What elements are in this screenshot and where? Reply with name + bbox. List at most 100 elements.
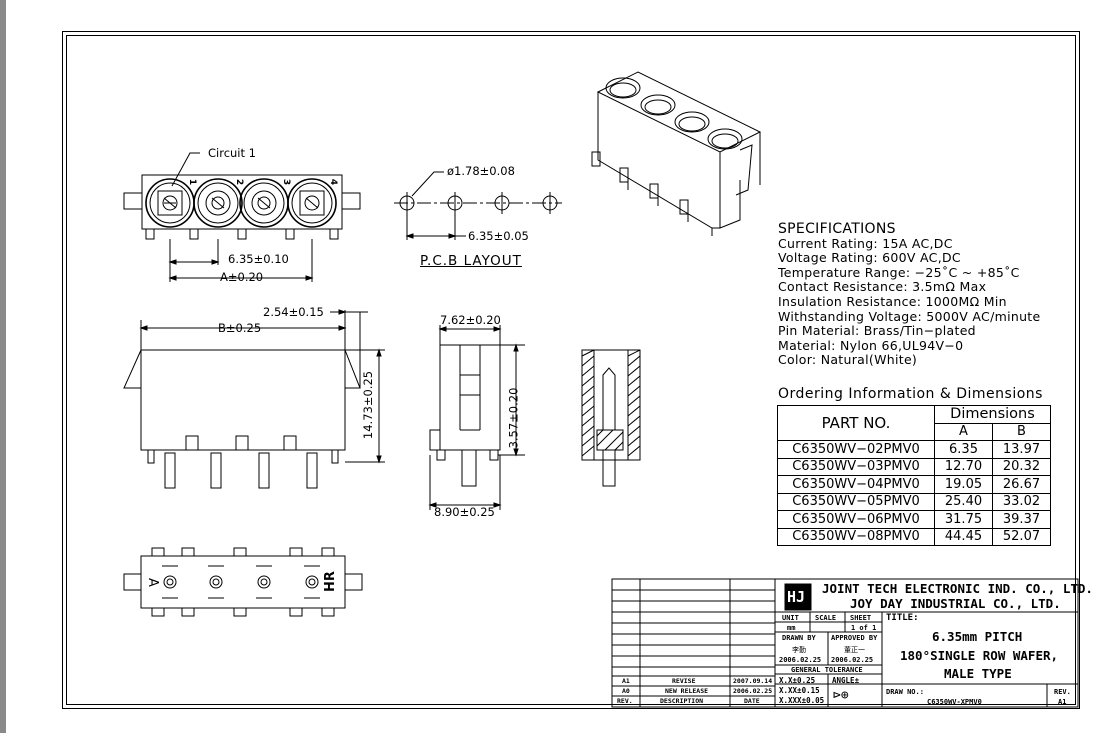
- dim-a: 25.40: [934, 492, 993, 511]
- table-row: C6350WV−06PMV0 31.75 39.37: [777, 510, 1051, 529]
- rev-value: A1: [1058, 698, 1067, 706]
- title-line-2: 180°SINGLE ROW WAFER,: [900, 648, 1059, 663]
- pin-number-2: 2: [234, 178, 245, 186]
- pin-number-3: 3: [281, 178, 292, 186]
- unit-label: UNIT: [782, 614, 799, 622]
- dim-base: 8.90±0.25: [434, 505, 495, 519]
- part-no: C6350WV−08PMV0: [777, 527, 935, 546]
- company-logo: HJ: [787, 588, 806, 606]
- date-column-header: DATE: [744, 697, 760, 705]
- drawing-border: [62, 31, 1080, 709]
- window-edge: [0, 0, 6, 733]
- dim-pin: 3.57±0.20: [506, 387, 521, 449]
- part-no: C6350WV−05PMV0: [777, 492, 935, 511]
- header-b: B: [992, 422, 1051, 441]
- dim-width: 7.62±0.20: [440, 313, 501, 327]
- table-row: C6350WV−03PMV0 12.70 20.32: [777, 457, 1051, 476]
- dim-b-val: 26.67: [992, 475, 1051, 494]
- part-no: C6350WV−04PMV0: [777, 475, 935, 494]
- tolerance-3: X.XXX±0.05: [779, 696, 825, 705]
- company-name-1: JOINT TECH ELECTRONIC IND. CO., LTD.: [822, 581, 1093, 596]
- sheet-value: 1 of 1: [851, 624, 877, 632]
- isometric-view: [591, 71, 762, 236]
- dim-a: 44.45: [934, 527, 993, 546]
- dim-b-val: 20.32: [992, 457, 1051, 476]
- header-dimensions: Dimensions: [934, 405, 1051, 424]
- title-line-1: 6.35mm PITCH: [932, 629, 1023, 644]
- approved-date: 2006.02.25: [831, 656, 874, 664]
- spec-line: Current Rating: 15A AC,DC: [778, 235, 953, 251]
- cavity-3: [239, 178, 289, 228]
- revision-desc: NEW RELEASE: [665, 687, 709, 695]
- drawn-date: 2006.02.25: [779, 656, 822, 664]
- bottom-a-mark: A: [144, 578, 160, 587]
- spec-line: Withstanding Voltage: 5000V AC/minute: [778, 308, 1041, 324]
- tolerance-2: X.XX±0.15: [779, 686, 820, 695]
- scale-label: SCALE: [815, 614, 837, 622]
- pin-number-4: 4: [328, 178, 339, 186]
- approved-by-name: 董正一: [844, 646, 865, 654]
- dim-b-val: 52.07: [992, 527, 1051, 546]
- approved-by-label: APPROVED BY: [831, 634, 878, 642]
- drawing-inner-border: [66, 35, 1076, 705]
- side-view: [428, 325, 525, 510]
- company-name-2: JOY DAY INDUSTRIAL CO., LTD.: [850, 596, 1061, 611]
- cavity-4: [287, 178, 337, 228]
- tolerance-1: X.X±0.25: [779, 676, 816, 685]
- rev-label: REV.: [1054, 688, 1071, 696]
- ordering-title: Ordering Information & Dimensions: [778, 386, 1043, 402]
- part-no: C6350WV−03PMV0: [777, 457, 935, 476]
- table-row: C6350WV−05PMV0 25.40 33.02: [777, 492, 1051, 511]
- pcb-pitch-dim: 6.35±0.05: [468, 229, 529, 243]
- draw-no: C6350WV-XPMV0: [927, 698, 982, 706]
- part-no: C6350WV−06PMV0: [777, 510, 935, 529]
- table-row: C6350WV−02PMV0 6.35 13.97: [777, 440, 1051, 459]
- angle-label: ANGLE±: [832, 676, 860, 685]
- spec-line: Pin Material: Brass/Tin−plated: [778, 323, 976, 339]
- section-view: [581, 349, 641, 487]
- projection-symbol: ⊳⊕: [833, 688, 849, 703]
- part-no: C6350WV−02PMV0: [777, 440, 935, 459]
- header-a: A: [934, 422, 993, 441]
- revision-rev: A1: [622, 677, 630, 685]
- title-block-lines: [611, 578, 1079, 708]
- bottom-hr-mark: HR: [322, 571, 338, 592]
- description-column-header: DESCRIPTION: [660, 697, 704, 705]
- drawn-by-label: DRAWN BY: [782, 634, 816, 642]
- pin-number-1: 1: [187, 178, 198, 186]
- spec-line: Contact Resistance: 3.5mΩ Max: [778, 279, 987, 295]
- revision-date: 2006.02.25: [733, 687, 773, 695]
- drawn-by-name: 李勤: [792, 646, 806, 654]
- revision-rev: A0: [622, 687, 630, 695]
- spec-title: SPECIFICATIONS: [778, 221, 896, 237]
- dim-b-val: 13.97: [992, 440, 1051, 459]
- rev-column-header: REV.: [617, 697, 633, 705]
- dim-height: 14.73±0.25: [361, 370, 376, 440]
- pcb-layout: [394, 171, 562, 240]
- table-row: C6350WV−08PMV0 44.45 52.07: [777, 527, 1051, 546]
- dim-a: 31.75: [934, 510, 993, 529]
- spec-line: Voltage Rating: 600V AC,DC: [778, 250, 961, 266]
- cavity-1: [145, 178, 195, 228]
- dim-b-val: 39.37: [992, 510, 1051, 529]
- specifications: SPECIFICATIONS Current Rating: 15A AC,DC…: [778, 222, 1040, 368]
- bottom-pin-holes: [163, 575, 319, 589]
- top-a-dim: A±0.20: [220, 270, 264, 284]
- top-view: [123, 152, 361, 282]
- pin-diameter-dim: ø1.78±0.08: [447, 164, 515, 178]
- title-label: TITLE:: [886, 613, 919, 623]
- spec-line: Temperature Range: −25˚C ~ +85˚C: [778, 264, 1020, 280]
- bottom-view: [123, 547, 363, 617]
- revision-date: 2007.09.14: [733, 677, 773, 685]
- header-part-no: PART NO.: [777, 405, 935, 441]
- front-view: [123, 309, 385, 489]
- top-pitch-dim: 6.35±0.10: [228, 252, 289, 266]
- draw-no-label: DRAW NO.:: [886, 688, 924, 696]
- spec-line: Material: Nylon 66,UL94V−0: [778, 337, 964, 353]
- revision-desc: REVISE: [672, 677, 696, 685]
- dim-b-val: 33.02: [992, 492, 1051, 511]
- dim-a: 6.35: [934, 440, 993, 459]
- cavity-2: [193, 178, 243, 228]
- spec-line: Color: Natural(White): [778, 352, 918, 368]
